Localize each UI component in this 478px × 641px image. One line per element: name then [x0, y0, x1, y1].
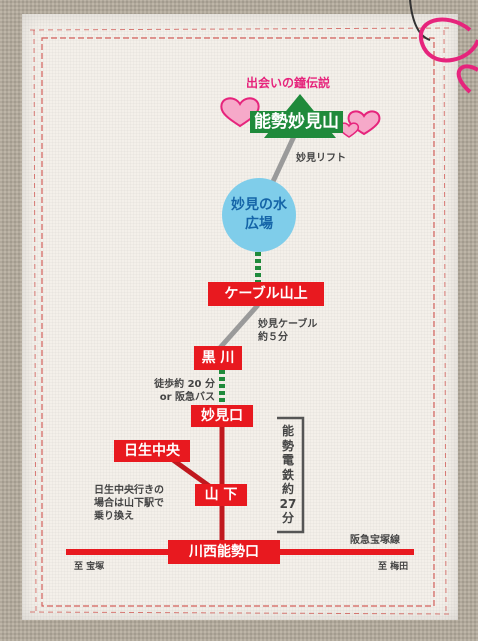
railway-bracket [277, 416, 305, 534]
railway-char: 勢 [281, 438, 294, 453]
station-kurokawa: 黒 川 [194, 346, 242, 370]
transfer-note-line3: 乗り換え [94, 511, 134, 522]
station-myokenguchi: 妙見口 [191, 405, 253, 427]
railway-char: 鉄 [281, 467, 294, 482]
cable-label-line2: 約５分 [258, 332, 288, 343]
cable-label-line1: 妙見ケーブル [258, 319, 318, 330]
plaza-circle: 妙見の水 広場 [222, 178, 296, 252]
station-nissei-chuo: 日生中央 [114, 440, 190, 462]
to-takarazuka-label: 至 宝塚 [74, 562, 105, 572]
railway-char: 能 [281, 424, 294, 438]
station-yamashita: 山 下 [195, 484, 247, 506]
cable-line [216, 303, 260, 352]
railway-char: 27 [279, 496, 297, 511]
walk-label-line2: or 阪急バス [159, 392, 215, 403]
station-cable-top: ケーブル山上 [208, 282, 324, 306]
transfer-note-line1: 日生中央行きの [94, 485, 164, 496]
hankyu-line-label: 阪急宝塚線 [350, 535, 400, 546]
to-umeda-label: 至 梅田 [378, 562, 409, 572]
transfer-note-line2: 場合は山下駅で [94, 498, 164, 509]
heart-icon [220, 97, 381, 138]
railway-char: 約 [281, 482, 294, 496]
plaza-label-line2: 広場 [245, 216, 273, 232]
railway-char: 分 [281, 511, 294, 525]
station-kawanishi-noseguchi: 川西能勢口 [168, 540, 280, 564]
summit-label: 能勢妙見山 [250, 111, 343, 133]
railway-label: 能 勢 電 鉄 約 27 分 [278, 424, 298, 526]
walk-label-line1: 徒歩約 20 分 [154, 379, 215, 390]
legend-title: 出会いの鐘伝説 [246, 76, 331, 90]
plaza-label-line1: 妙見の水 [231, 197, 287, 213]
railway-char: 電 [281, 453, 294, 467]
lift-line [267, 130, 299, 190]
lift-label: 妙見リフト [296, 153, 346, 164]
